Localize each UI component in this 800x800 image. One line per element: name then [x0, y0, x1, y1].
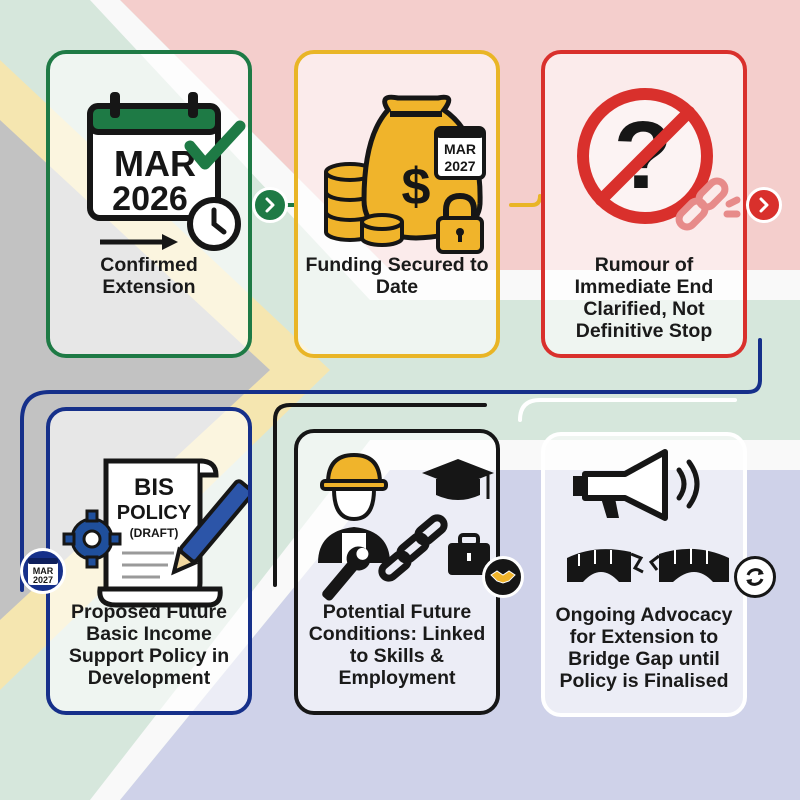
document-subtitle-text: POLICY	[117, 502, 192, 524]
refresh-cycle-icon	[746, 568, 764, 586]
card-future-conditions: Potential Future Conditions: Linked to S…	[294, 429, 500, 715]
card-confirmed-extension: MAR 2026 Confirmed Extension	[46, 50, 252, 358]
card-label: Rumour of Immediate End Clarified, Not D…	[574, 254, 714, 342]
document-draft-text: (DRAFT)	[130, 526, 179, 540]
calendar-year-text: 2026	[112, 180, 188, 218]
card-ongoing-advocacy: Ongoing Advocacy for Extension to Bridge…	[541, 432, 747, 717]
handshake-badge	[482, 556, 524, 598]
no-question-broken-chain-icon: ?	[577, 88, 741, 231]
card-label: Funding Secured to Date	[305, 254, 489, 298]
card-rumour-clarified: ? Rumour of Immediate End Clarified, Not…	[541, 50, 747, 358]
megaphone-bridge-gap-icon	[567, 449, 729, 582]
worker-chain-graduation-briefcase-icon	[318, 452, 494, 601]
calendar-year-text: 2027	[444, 158, 475, 174]
card-funding-secured: $ MAR 2027 Funding Secured to Date	[294, 50, 500, 358]
card-label: Proposed Future Basic Income Support Pol…	[68, 601, 230, 689]
card-proposed-bis-policy: BIS POLICY (DRAFT)	[46, 407, 252, 715]
refresh-badge	[734, 556, 776, 598]
calendar-badge: MAR 2027	[20, 548, 66, 594]
handshake-icon	[490, 570, 516, 584]
card-label: Potential Future Conditions: Linked to S…	[308, 601, 486, 689]
calendar-icon: MAR 2027	[28, 558, 58, 585]
card-label: Confirmed Extension	[100, 254, 198, 298]
policy-document-pen-gear-icon: BIS POLICY (DRAFT)	[62, 458, 248, 608]
calendar-check-clock-icon: MAR 2026	[87, 92, 246, 251]
chevron-right-icon	[252, 187, 288, 223]
document-title-text: BIS	[134, 474, 174, 501]
calendar-month-text: MAR	[33, 566, 54, 576]
calendar-month-text: MAR	[444, 141, 476, 157]
svg-text:$: $	[402, 158, 431, 216]
calendar-month-text: MAR	[114, 143, 196, 184]
chevron-right-icon	[746, 187, 782, 223]
card-label: Ongoing Advocacy for Extension to Bridge…	[555, 604, 733, 692]
calendar-year-text: 2027	[33, 575, 53, 585]
money-bag-coins-lock-icon: $ MAR 2027	[324, 94, 486, 254]
